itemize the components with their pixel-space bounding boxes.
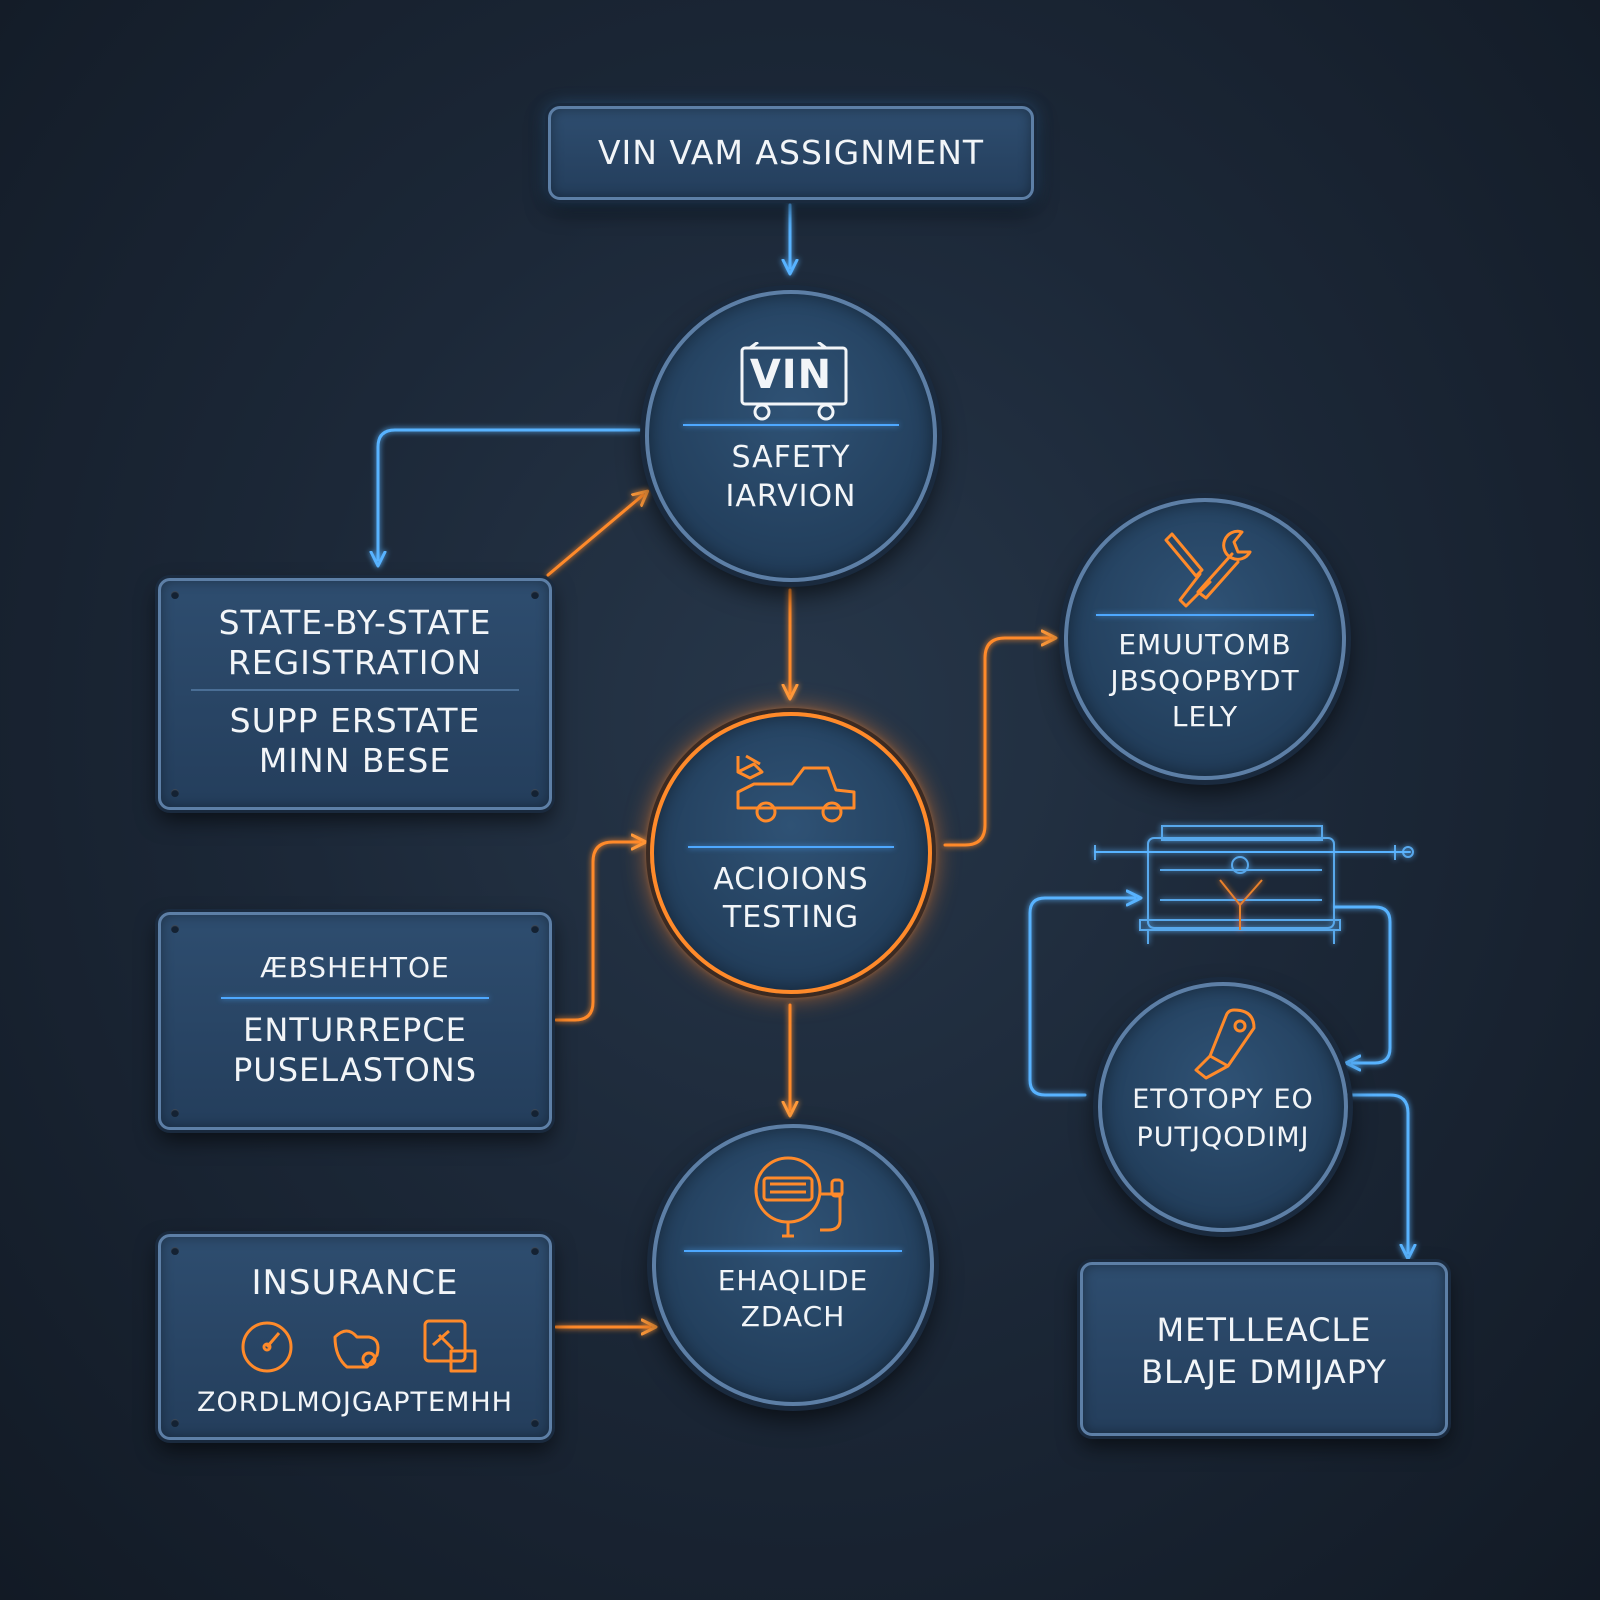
device-line2: PUTJQODIMJ: [1136, 1122, 1310, 1153]
arrow-registration-to-safety: [546, 495, 643, 577]
safety-line2: IARVION: [725, 479, 857, 514]
emissions-line2: TESTING: [722, 900, 860, 935]
insurance-footer: ZORDLMOJGAPTEMHH: [197, 1387, 513, 1418]
hand-icon: [333, 1329, 380, 1369]
bottom-line2: ZDACH: [740, 1300, 846, 1333]
arrow-loop-to-blueprint: [1028, 898, 1135, 1097]
arrow-device-to-final: [1343, 1093, 1408, 1253]
emissions-line1: ACIOIONS: [713, 862, 869, 897]
registration-line1: STATE-BY-STATE: [218, 603, 492, 642]
regulations-line1: ÆBSHEHTOE: [260, 951, 450, 984]
safety-line1: SAFETY: [731, 440, 851, 475]
document-hand-icon: [423, 1319, 477, 1373]
blueprint-machine-icon: [1094, 825, 1414, 944]
regulations-box[interactable]: ÆBSHEHTOE ENTURREPCE PUSELASTONS: [158, 912, 552, 1130]
vin-badge-text: VIN: [749, 352, 833, 398]
tools-icon: [1164, 529, 1252, 608]
pickup-truck-icon: [736, 754, 856, 823]
final-line1: METLLEACLE: [1156, 1311, 1372, 1349]
registration-line4: MINN BESE: [258, 741, 452, 780]
insurance-box[interactable]: INSURANCE ZORDLMOJGAPTEMHH: [158, 1234, 552, 1440]
registration-line3: SUPP ERSTATE: [229, 701, 481, 740]
vin-assignment-label: VIN VAM ASSIGNMENT: [597, 133, 985, 172]
key-fob-icon: [1194, 1008, 1256, 1080]
repair-circle[interactable]: EMUUTOMB JBSQOPBYDT LELY: [1064, 498, 1346, 780]
speedometer-icon: [241, 1321, 293, 1373]
arrow-safety-to-registration: [378, 428, 642, 560]
regulations-line2: ENTURREPCE: [243, 1011, 467, 1049]
vin-truck-icon: [740, 342, 848, 421]
repair-line3: LELY: [1171, 700, 1239, 733]
arrow-regulations-to-emissions: [554, 842, 640, 1022]
repair-line2: JBSQOPBYDT: [1110, 664, 1300, 697]
safety-inspection-circle[interactable]: VIN SAFETY IARVION: [645, 290, 937, 582]
bottom-circle[interactable]: EHAQLIDE ZDACH: [652, 1124, 934, 1406]
final-line2: BLAJE DMIJAPY: [1141, 1353, 1387, 1391]
arrow-blueprint-to-device: [1333, 905, 1392, 1063]
registration-line2: REGISTRATION: [227, 643, 483, 682]
arrow-emissions-to-repair: [943, 638, 1050, 847]
final-box[interactable]: METLLEACLE BLAJE DMIJAPY: [1080, 1262, 1448, 1436]
insurance-title: INSURANCE: [251, 1263, 459, 1303]
repair-line1: EMUUTOMB: [1118, 628, 1292, 661]
regulations-line3: PUSELASTONS: [233, 1051, 477, 1089]
gauge-icon: [754, 1156, 844, 1238]
emissions-testing-circle[interactable]: ACIOIONS TESTING: [650, 712, 932, 994]
bottom-line1: EHAQLIDE: [717, 1264, 869, 1297]
device-circle[interactable]: ETOTOPY EO PUTJQODIMJ: [1098, 982, 1348, 1232]
vin-assignment-box[interactable]: VIN VAM ASSIGNMENT: [548, 106, 1034, 200]
device-line1: ETOTOPY EO: [1132, 1084, 1314, 1115]
state-registration-box[interactable]: STATE-BY-STATE REGISTRATION SUPP ERSTATE…: [158, 578, 552, 810]
